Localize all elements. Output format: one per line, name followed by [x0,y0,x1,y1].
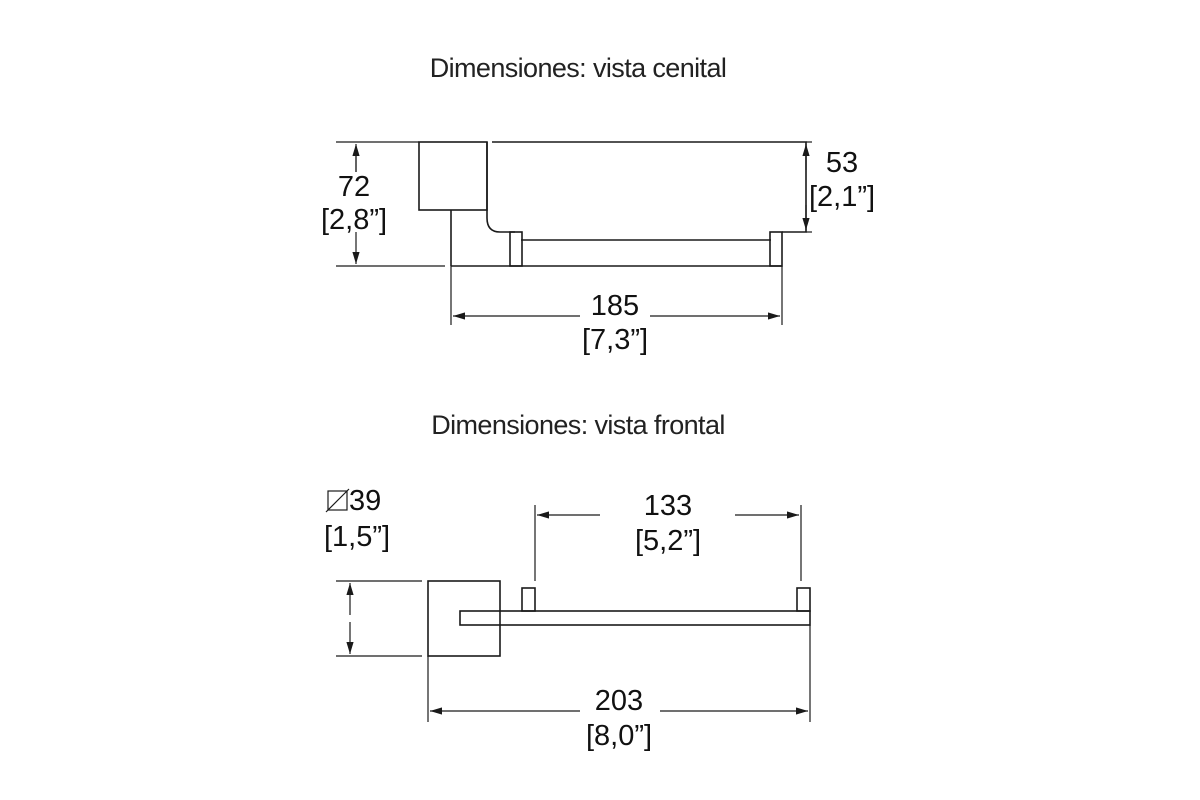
dim-bar-133 [534,505,802,581]
dim-width-value: 185 [591,290,639,322]
dim-depth-value: 53 [826,147,858,179]
dim-depth-inch: [2,1”] [809,181,875,213]
dim-base-39 [336,580,422,657]
dim-base-value: 39 [349,485,381,517]
dim-total-203 [427,625,811,722]
dim-total-inch: [8,0”] [586,720,652,752]
top-view-title: Dimensiones: vista cenital [430,53,727,83]
top-view-outline [418,141,807,267]
dim-bar-value: 133 [644,490,692,522]
diameter-icon [325,488,350,513]
dim-total-value: 203 [595,685,643,717]
dim-height-value: 72 [338,171,370,203]
front-view-outline [427,580,811,657]
dim-bar-inch: [5,2”] [635,525,701,557]
dim-height-72 [336,141,445,267]
front-view-title: Dimensiones: vista frontal [431,410,725,440]
dim-width-inch: [7,3”] [582,324,648,356]
dim-width-185 [450,266,783,325]
dim-base-inch: [1,5”] [324,521,390,553]
dim-height-inch: [2,8”] [321,204,387,236]
dim-depth-53 [802,141,812,233]
